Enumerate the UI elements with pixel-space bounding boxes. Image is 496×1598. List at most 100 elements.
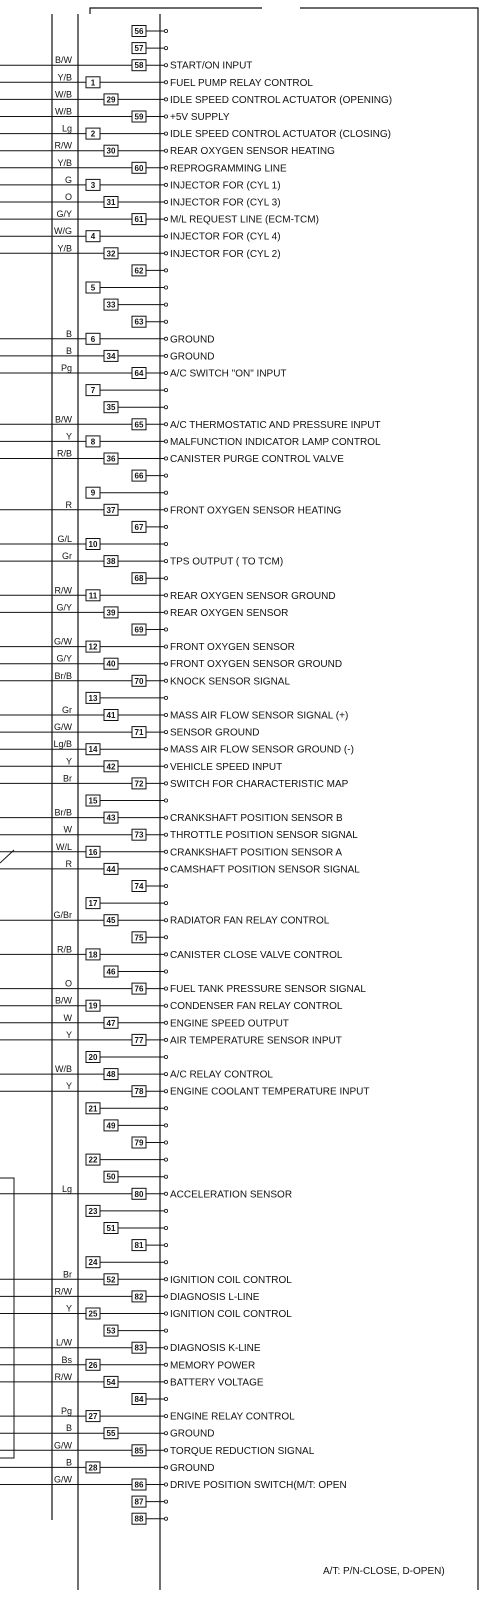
wire-color-label: O [65,192,72,202]
pin-row: 67 [131,520,168,533]
signal-label: REAR OXYGEN SENSOR GROUND [170,591,336,602]
terminal-dot [163,336,168,341]
signal-label: ENGINE SPEED OUTPUT [170,1018,289,1029]
wire-color-label: B/W [55,55,73,65]
pin-number: 46 [107,968,116,977]
pin-number: 38 [107,557,116,566]
terminal-dot [163,28,168,33]
terminal-dot [163,80,168,85]
terminal-dot [163,1140,168,1145]
wire-color-label: R/B [57,449,72,459]
terminal-dot [163,97,168,102]
pin-row: 24 [85,1256,168,1269]
pin-number: 74 [135,882,144,891]
terminal-dot [163,148,168,153]
terminal-dot [163,1516,168,1521]
wire-color-label: W [64,1013,73,1023]
terminal-dot [163,713,168,718]
wire-color-label: W [64,825,73,835]
pin-number: 54 [107,1378,116,1387]
terminal-dot [163,1362,168,1367]
pin-number: 81 [135,1241,144,1250]
signal-label: TORQUE REDUCTION SIGNAL [170,1446,315,1457]
terminal-dot [163,764,168,769]
terminal-dot [163,610,168,615]
terminal-dot [163,1345,168,1350]
terminal-dot [163,1037,168,1042]
pin-number: 29 [107,95,116,104]
drive-position-note: A/T: P/N-CLOSE, D-OPEN) [323,1566,445,1577]
pin-number: 66 [135,472,144,481]
pin-number: 86 [135,1481,144,1490]
pin-number: 79 [135,1139,144,1148]
wire-color-label: G/Y [56,654,72,664]
terminal-dot [163,1072,168,1077]
pin-number: 53 [107,1327,116,1336]
terminal-dot [163,747,168,752]
wire-color-label: Y/B [57,243,72,253]
wire-color-label: R [66,500,73,510]
pin-number: 26 [89,1361,98,1370]
pin-number: 1 [91,78,96,87]
terminal-dot [163,986,168,991]
terminal-dot [163,319,168,324]
pin-number: 23 [89,1207,98,1216]
terminal-dot [163,268,168,273]
pin-number: 55 [107,1429,116,1438]
pin-number: 84 [135,1395,144,1404]
pin-number: 25 [89,1310,98,1319]
pin-row: 46 [103,965,168,978]
terminal-dot [163,1106,168,1111]
wire-color-label: B/W [55,414,73,424]
pin-number: 31 [107,198,116,207]
signal-label: SENSOR GROUND [170,728,259,739]
wire-color-label: Y [66,431,72,441]
pin-row: 35 [103,401,168,414]
wire-color-label: R/B [57,944,72,954]
pin-row: 13 [85,691,168,704]
terminal-dot [163,1003,168,1008]
terminal-dot [163,1294,168,1299]
pin-number: 43 [107,814,116,823]
wire-color-label: R [66,859,73,869]
pin-number: 42 [107,762,116,771]
signal-label: GROUND [170,1463,214,1474]
wire-color-label: Y [66,1304,72,1314]
signal-label: CRANKSHAFT POSITION SENSOR A [170,847,342,858]
signal-label: THROTTLE POSITION SENSOR SIGNAL [170,830,358,841]
pin-number: 20 [89,1053,98,1062]
terminal-dot [163,884,168,889]
terminal-dot [163,199,168,204]
signal-label: MEMORY POWER [170,1360,255,1371]
pin-number: 40 [107,660,116,669]
signal-label: FRONT OXYGEN SENSOR [170,642,295,653]
terminal-dot [163,1123,168,1128]
pin-number: 49 [107,1121,116,1130]
pin-row: 56 [131,25,168,37]
pin-number: 36 [107,455,116,464]
pin-row: 79 [131,1136,168,1149]
wire-color-label: G/Y [56,209,72,219]
terminal-dot [163,405,168,410]
pin-row: 22 [85,1153,168,1166]
pin-number: 80 [135,1190,144,1199]
pin-number: 88 [135,1515,144,1524]
terminal-dot [163,798,168,803]
signal-label: VEHICLE SPEED INPUT [170,762,282,773]
terminal-dot [163,627,168,632]
terminal-dot [163,217,168,222]
pin-number: 24 [89,1258,98,1267]
signal-label: SWITCH FOR CHARACTERISTIC MAP [170,779,349,790]
signal-label: TPS OUTPUT ( TO TCM) [170,557,283,568]
pin-number: 4 [91,232,96,241]
wire-color-label: Lg [62,124,72,134]
signal-label: DIAGNOSIS K-LINE [170,1343,261,1354]
